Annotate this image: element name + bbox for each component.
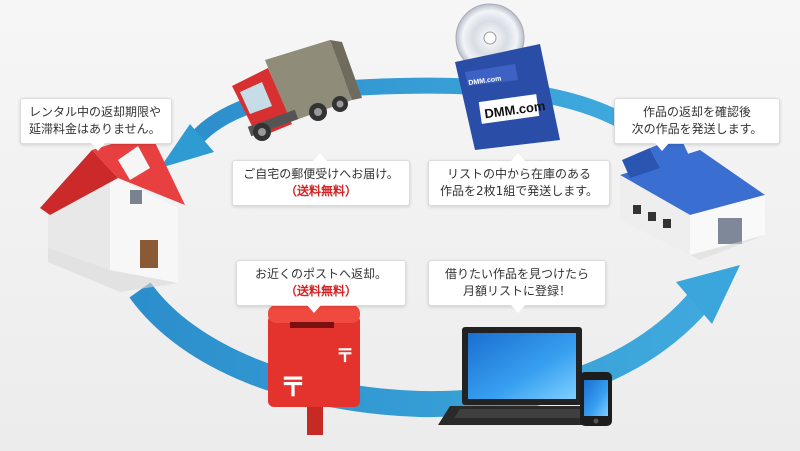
bubble-tail <box>91 143 105 151</box>
svg-text:〒: 〒 <box>336 346 354 367</box>
bubble-rental-terms: レンタル中の返却期限や 延滞料金はありません。 <box>20 98 172 151</box>
bubble-tail <box>511 153 525 161</box>
truck-icon <box>232 40 362 141</box>
postbox-icon: 〒 〒 <box>268 305 360 435</box>
bubble-return-free-shipping: （送料無料） <box>284 284 357 298</box>
bubble-delivery-free-shipping: （送料無料） <box>284 184 357 198</box>
svg-text:〒: 〒 <box>280 373 306 403</box>
bubble-rental-line2: 延滞料金はありません。 <box>29 122 161 136</box>
smartphone-icon <box>580 372 612 426</box>
dvd-package-icon: DMM.com DMM.com <box>455 3 560 150</box>
bubble-rental-line1: レンタル中の返却期限や <box>29 105 162 119</box>
bubble-postbox-return: お近くのポストへ返却。 （送料無料） <box>236 260 406 313</box>
laptop-icon <box>438 327 606 425</box>
bubble-register-line2: 月額リストに登録！ <box>462 284 571 298</box>
bottom-cycle-arrow <box>129 265 740 418</box>
house-icon <box>40 132 185 292</box>
warehouse-icon <box>620 136 765 260</box>
bubble-register-line1: 借りたい作品を見つけたら <box>444 267 589 281</box>
top-cycle-arrow <box>160 77 624 168</box>
bubble-stock-line2: 作品を2枚1組で発送します。 <box>439 184 599 198</box>
bubble-tail <box>313 153 327 161</box>
bubble-tail <box>511 305 525 313</box>
bubble-register-list: 借りたい作品を見つけたら 月額リストに登録！ <box>428 260 606 313</box>
bubble-tail <box>307 305 321 313</box>
bubble-delivery-line1: ご自宅の郵便受けへお届け。 <box>243 167 399 181</box>
bubble-home-delivery: ご自宅の郵便受けへお届け。 （送料無料） <box>232 153 410 206</box>
bubble-confirm-line2: 次の作品を発送します。 <box>631 122 763 136</box>
bubble-stock-shipping: リストの中から在庫のある 作品を2枚1組で発送します。 <box>428 153 610 206</box>
bubble-confirm-line1: 作品の返却を確認後 <box>642 105 751 119</box>
bubble-tail <box>655 143 669 151</box>
bubble-return-line1: お近くのポストへ返却。 <box>254 267 387 281</box>
bubble-return-confirm: 作品の返却を確認後 次の作品を発送します。 <box>614 98 780 151</box>
disc-logo-small: DMM.com <box>468 75 502 87</box>
bubble-stock-line1: リストの中から在庫のある <box>446 167 591 181</box>
